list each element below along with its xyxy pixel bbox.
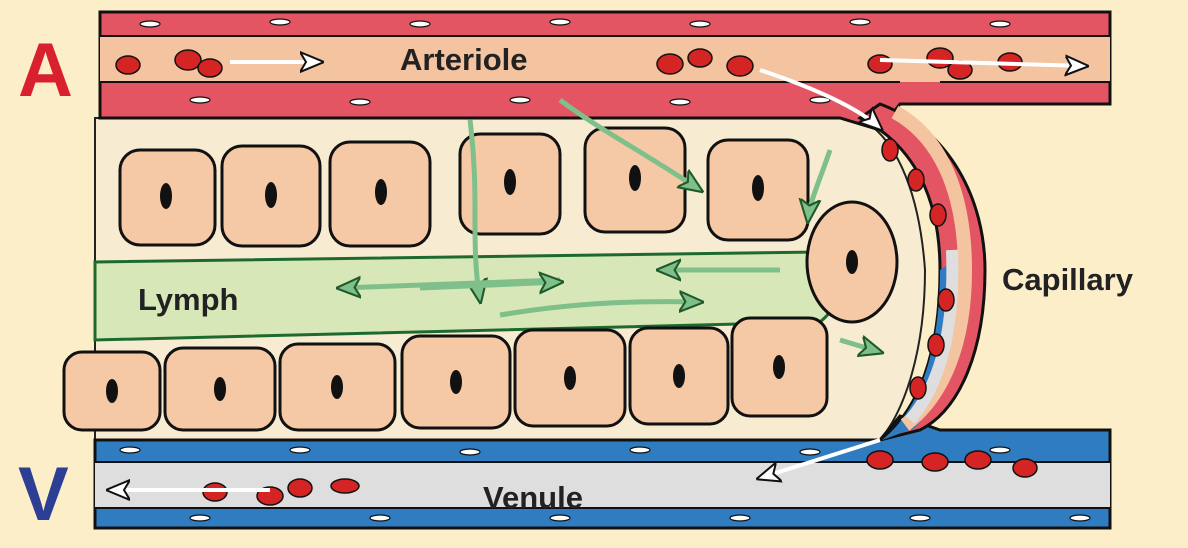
vein-marker: V [18, 452, 69, 537]
venule-label: Venule [483, 480, 583, 515]
artery-marker: A [18, 28, 73, 113]
tissue-cell-loop [807, 202, 897, 322]
arteriole-label: Arteriole [400, 42, 527, 77]
capillary-label: Capillary [1002, 262, 1134, 297]
lymph-label: Lymph [138, 282, 238, 317]
